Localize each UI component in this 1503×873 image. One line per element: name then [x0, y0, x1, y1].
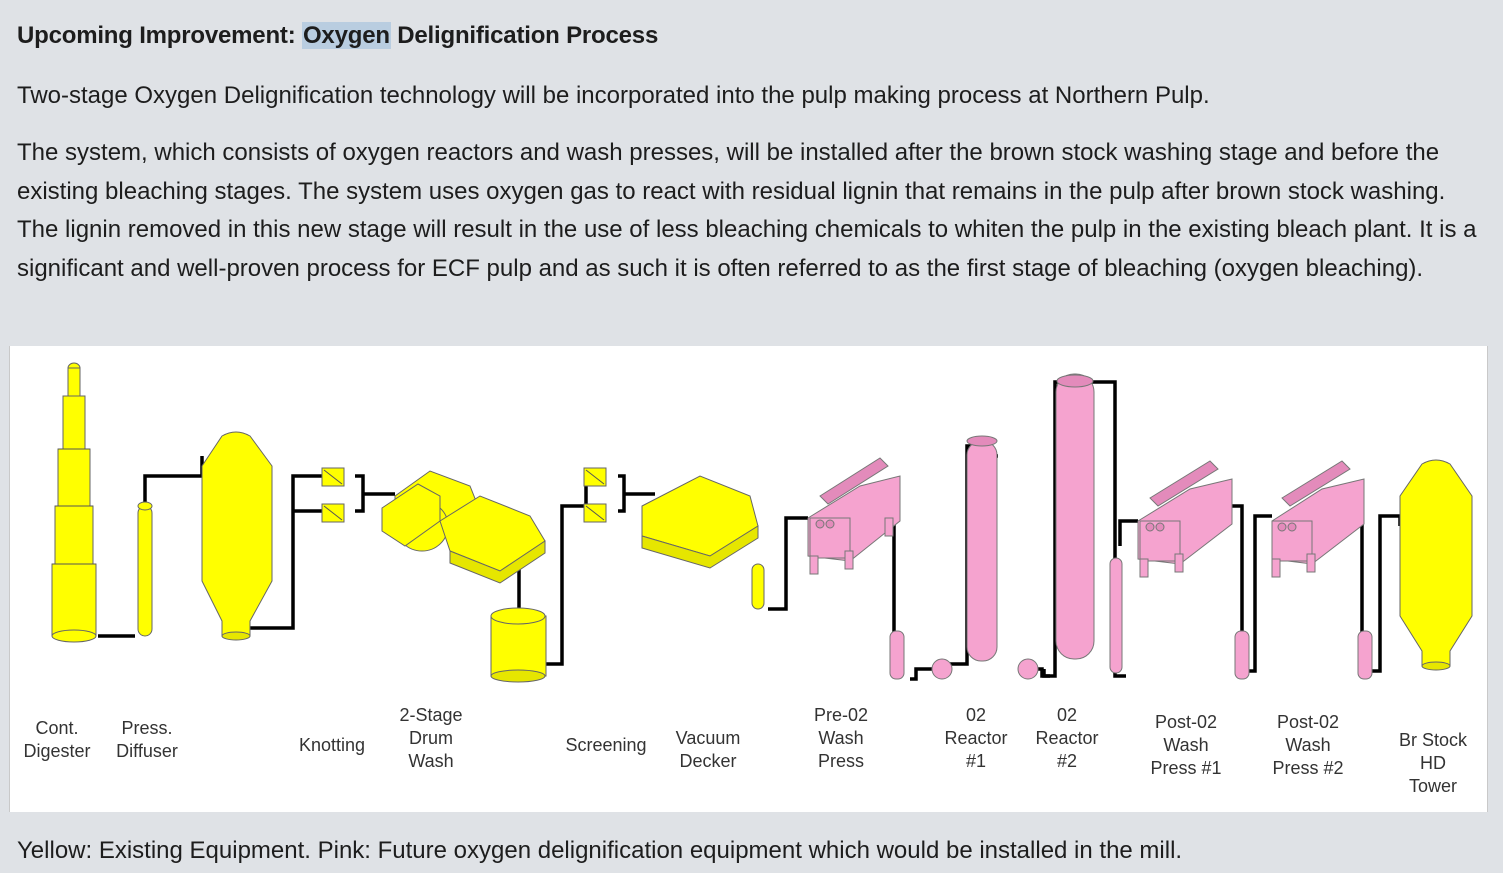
post-o2-standpipe-1 — [1234, 630, 1250, 680]
label-knotting: Knotting — [299, 734, 365, 757]
o2-reactor-1 — [931, 435, 998, 680]
label-press-diffuser-text: Press.Diffuser — [116, 718, 178, 761]
label-knotting-text: Knotting — [298, 735, 366, 755]
label-cont-digester-text: Cont.Digester — [23, 718, 91, 761]
storage-tank — [490, 607, 547, 683]
process-flow-svg: .y { fill:#ffff00; stroke:#666; stroke-w… — [51, 362, 1473, 683]
heading-highlight: Oxygen — [301, 22, 391, 49]
pre-o2-standpipe — [889, 630, 905, 680]
br-stock-hd-tower — [1399, 459, 1473, 671]
o2-reactor-2 — [1017, 373, 1123, 680]
post-o2-wash-press-2 — [1271, 460, 1365, 578]
vacuum-decker — [641, 475, 765, 610]
label-screening: Screening — [565, 734, 646, 757]
page-heading: Upcoming Improvement: Oxygen Delignifica… — [17, 22, 658, 50]
label-cont-digester: Cont.Digester — [23, 717, 90, 763]
post-o2-standpipe-2 — [1357, 630, 1373, 680]
screens — [583, 467, 607, 523]
hd-tank-1 — [201, 431, 273, 641]
post-o2-wash-press-1 — [1137, 460, 1233, 578]
drum-washers — [381, 470, 546, 584]
press-diffuser — [137, 501, 153, 637]
label-screening-text: Screening — [565, 735, 647, 755]
intro-paragraph: Two-stage Oxygen Delignification technol… — [17, 82, 1210, 109]
system-paragraph: The system, which consists of oxygen rea… — [17, 139, 1477, 282]
figure-caption: Yellow: Existing Equipment. Pink: Future… — [17, 837, 1183, 864]
pre-o2-wash-press — [807, 457, 901, 575]
knotters — [321, 467, 345, 523]
heading-prefix: Upcoming Improvement: — [17, 22, 302, 49]
heading-suffix: Delignification Process — [390, 22, 659, 49]
process-flow-diagram: .y { fill:#ffff00; stroke:#666; stroke-w… — [9, 346, 1488, 812]
cont-digester — [51, 362, 97, 643]
label-press-diffuser: Press.Diffuser — [116, 717, 178, 763]
